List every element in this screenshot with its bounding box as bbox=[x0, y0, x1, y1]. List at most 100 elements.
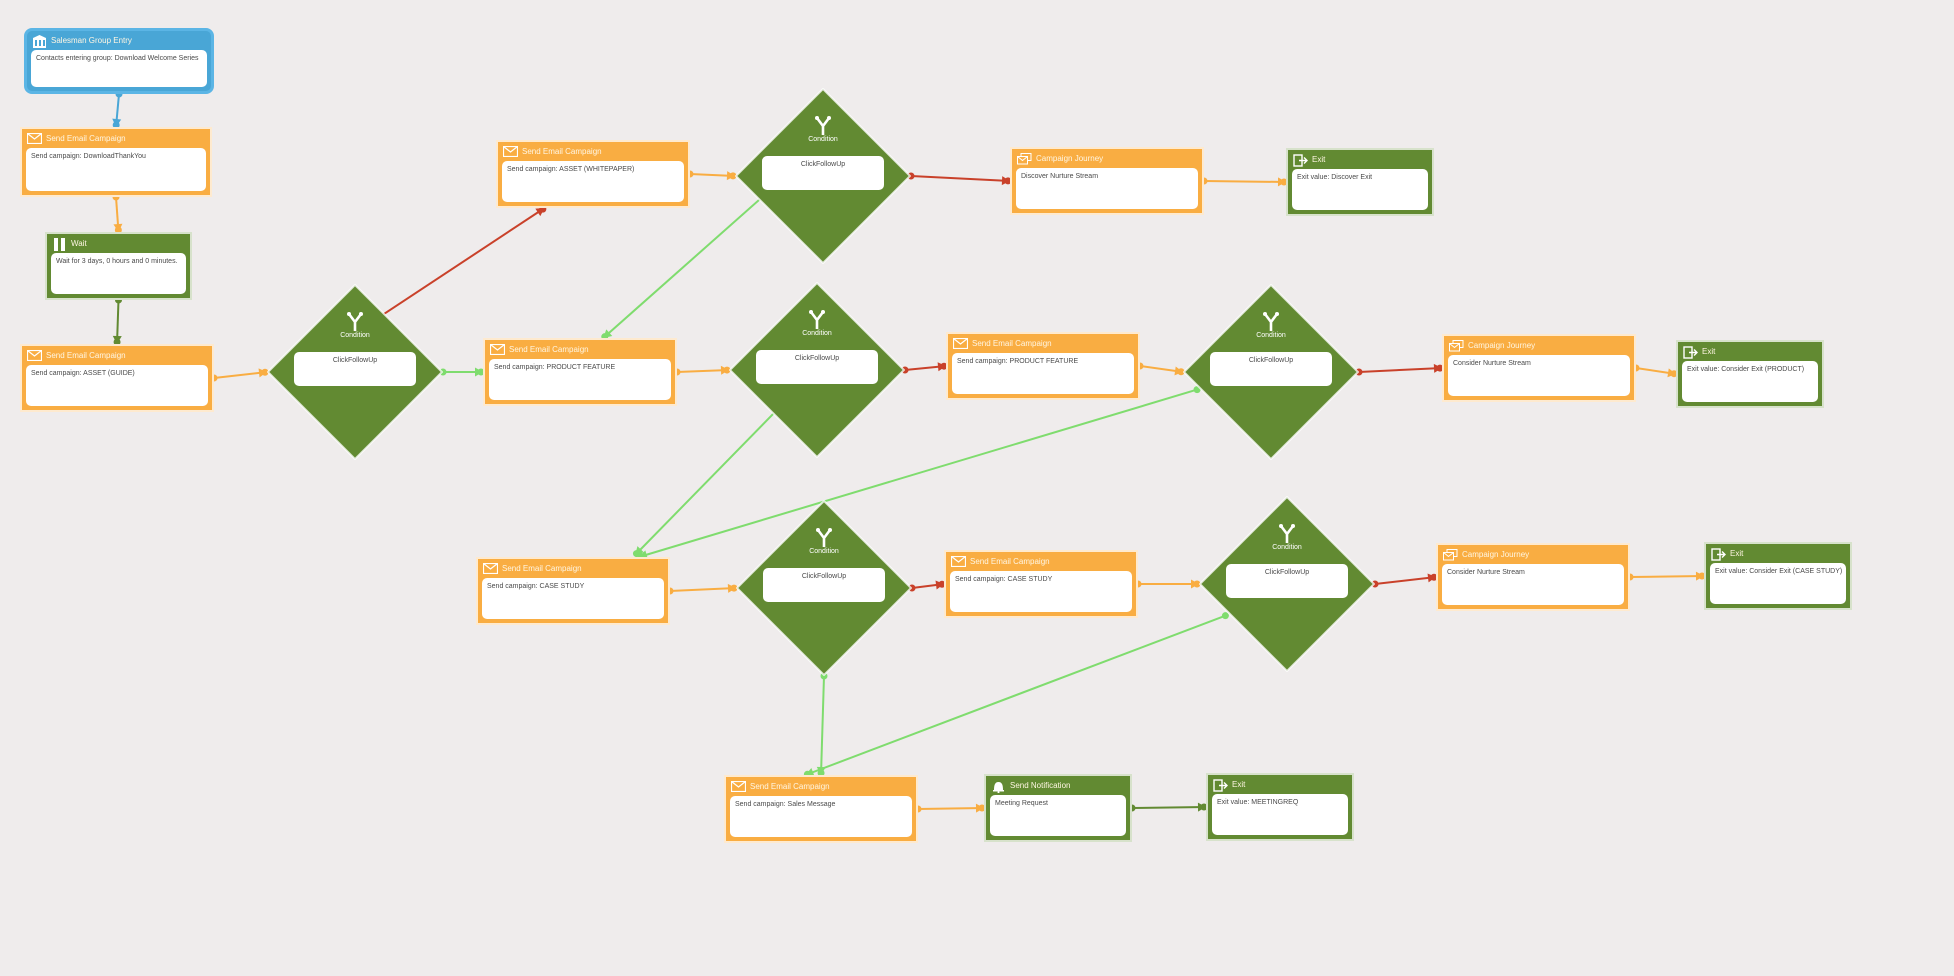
input-port-icon[interactable] bbox=[978, 804, 986, 812]
node-body: Send campaign: CASE STUDY bbox=[950, 571, 1132, 612]
input-port-icon[interactable] bbox=[938, 580, 946, 588]
input-port-icon[interactable] bbox=[1698, 572, 1706, 580]
node-body: Send campaign: PRODUCT FEATURE bbox=[952, 353, 1134, 394]
input-port-icon[interactable] bbox=[1193, 580, 1201, 588]
node-header: Exit bbox=[1232, 780, 1246, 789]
node-header: Condition bbox=[1256, 332, 1286, 339]
input-port-icon[interactable] bbox=[114, 226, 122, 234]
connector-cond6-to-journey-consider2[interactable] bbox=[1374, 576, 1437, 585]
pause-icon bbox=[52, 238, 67, 251]
node-body: Exit value: Discover Exit bbox=[1292, 169, 1428, 210]
fork-icon bbox=[343, 312, 367, 332]
envelope-icon bbox=[730, 780, 747, 793]
connector-notify-to-exit-meeting[interactable] bbox=[1131, 806, 1207, 809]
input-port-icon[interactable] bbox=[112, 121, 120, 129]
connector-email-product-to-cond3[interactable] bbox=[676, 369, 730, 373]
fork-icon bbox=[805, 310, 829, 330]
input-port-icon[interactable] bbox=[261, 368, 269, 376]
envelope-icon bbox=[950, 555, 967, 568]
exit-icon bbox=[1711, 548, 1726, 561]
input-port-icon[interactable] bbox=[1436, 364, 1444, 372]
node-header: Send Email Campaign bbox=[509, 345, 589, 354]
output-port-icon[interactable] bbox=[1221, 612, 1229, 620]
node-header: Send Email Campaign bbox=[46, 351, 126, 360]
input-port-icon[interactable] bbox=[730, 584, 738, 592]
node-body: Wait for 3 days, 0 hours and 0 minutes. bbox=[51, 253, 186, 294]
fork-icon bbox=[1259, 312, 1283, 332]
node-body: Send campaign: ASSET (WHITEPAPER) bbox=[502, 161, 684, 202]
node-header: Send Email Campaign bbox=[522, 147, 602, 156]
connector-cond5-to-email-sales[interactable] bbox=[820, 675, 825, 776]
envelope-icon bbox=[26, 349, 43, 362]
node-body: ClickFollowUp bbox=[1210, 352, 1332, 386]
node-body: Send campaign: ASSET (GUIDE) bbox=[26, 365, 208, 406]
connector-email-case-to-cond5[interactable] bbox=[669, 587, 737, 592]
input-port-icon[interactable] bbox=[1670, 370, 1678, 378]
connector-email-guide-to-cond1[interactable] bbox=[213, 371, 268, 379]
input-port-icon[interactable] bbox=[817, 769, 825, 777]
input-port-icon[interactable] bbox=[1280, 178, 1288, 186]
input-port-icon[interactable] bbox=[729, 172, 737, 180]
input-port-icon[interactable] bbox=[1177, 368, 1185, 376]
connector-cond3-to-email-case[interactable] bbox=[634, 409, 778, 556]
node-header: Condition bbox=[340, 332, 370, 339]
connector-cond6-to-email-sales[interactable] bbox=[805, 614, 1226, 776]
node-body: ClickFollowUp bbox=[1226, 564, 1348, 598]
node-body: Exit value: Consider Exit (CASE STUDY) bbox=[1710, 563, 1846, 604]
node-body: ClickFollowUp bbox=[762, 156, 884, 190]
node-header: Send Email Campaign bbox=[750, 782, 830, 791]
input-port-icon[interactable] bbox=[113, 338, 121, 346]
node-header: Send Notification bbox=[1010, 781, 1071, 790]
bell-icon bbox=[991, 780, 1006, 794]
journey-icon bbox=[1017, 153, 1032, 165]
connector-cond4-to-journey-consider1[interactable] bbox=[1358, 367, 1443, 373]
connector-cond4-to-email-case[interactable] bbox=[638, 388, 1198, 558]
connector-cond2-to-email-product[interactable] bbox=[602, 189, 771, 339]
node-body: Send campaign: PRODUCT FEATURE bbox=[489, 359, 671, 400]
connector-email-sales-to-notify[interactable] bbox=[917, 807, 985, 810]
connector-journey-consider2-to-exit-case[interactable] bbox=[1629, 575, 1705, 578]
node-body: ClickFollowUp bbox=[294, 352, 416, 386]
fork-icon bbox=[812, 528, 836, 548]
node-body: Send campaign: Sales Message bbox=[730, 796, 912, 837]
connector-journey-discover-to-exit-discover[interactable] bbox=[1203, 180, 1287, 183]
input-port-icon[interactable] bbox=[477, 368, 485, 376]
input-port-icon[interactable] bbox=[723, 366, 731, 374]
input-port-icon[interactable] bbox=[1200, 803, 1208, 811]
node-header: Salesman Group Entry bbox=[51, 36, 132, 45]
input-port-icon[interactable] bbox=[940, 362, 948, 370]
input-port-icon[interactable] bbox=[1004, 177, 1012, 185]
node-body: Send campaign: DownloadThankYou bbox=[26, 148, 206, 191]
connector-cond2-to-journey-discover[interactable] bbox=[910, 175, 1011, 182]
input-port-icon[interactable] bbox=[1430, 573, 1438, 581]
node-header: Send Email Campaign bbox=[502, 564, 582, 573]
envelope-icon bbox=[482, 562, 499, 575]
connector-cond1-to-email-whitepaper[interactable] bbox=[375, 207, 546, 321]
node-body: ClickFollowUp bbox=[756, 350, 878, 384]
